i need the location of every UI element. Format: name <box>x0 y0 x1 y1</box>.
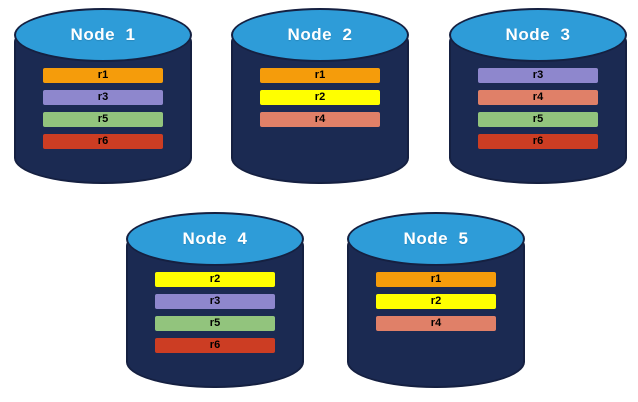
replica-bar[interactable]: r5 <box>478 112 598 127</box>
replica-bar[interactable]: r1 <box>260 68 380 83</box>
replica-bar[interactable]: r2 <box>155 272 275 287</box>
replica-bar[interactable]: r1 <box>43 68 163 83</box>
cylinder-top-icon <box>231 8 409 62</box>
replica-bar[interactable]: r3 <box>478 68 598 83</box>
node-label: Node 5 <box>403 229 469 248</box>
cylinder-top-icon <box>14 8 192 62</box>
replica-bar[interactable]: r3 <box>43 90 163 105</box>
replica-bar[interactable]: r4 <box>260 112 380 127</box>
cylinder-top-icon <box>126 212 304 266</box>
cylinder-body <box>449 34 627 184</box>
replica-bar[interactable]: r6 <box>478 134 598 149</box>
database-node-3[interactable]: Node 3 r3 r4 r5 r6 <box>449 8 627 186</box>
node-label: Node 4 <box>182 229 248 248</box>
replica-bar[interactable]: r6 <box>43 134 163 149</box>
replica-bar[interactable]: r4 <box>376 316 496 331</box>
replica-list: r1 r3 r5 r6 <box>43 68 163 156</box>
database-node-2[interactable]: Node 2 r1 r2 r4 <box>231 8 409 186</box>
replica-list: r1 r2 r4 <box>260 68 380 134</box>
replica-bar[interactable]: r5 <box>43 112 163 127</box>
replica-bar[interactable]: r6 <box>155 338 275 353</box>
replica-bar[interactable]: r2 <box>260 90 380 105</box>
cylinder-top-icon <box>449 8 627 62</box>
replica-bar[interactable]: r5 <box>155 316 275 331</box>
replica-list: r3 r4 r5 r6 <box>478 68 598 156</box>
replica-bar[interactable]: r1 <box>376 272 496 287</box>
replica-list: r2 r3 r5 r6 <box>155 272 275 360</box>
database-node-4[interactable]: Node 4 r2 r3 r5 r6 <box>126 212 304 390</box>
replica-list: r1 r2 r4 <box>376 272 496 338</box>
node-label: Node 1 <box>70 25 136 44</box>
replica-bar[interactable]: r4 <box>478 90 598 105</box>
node-label: Node 3 <box>505 25 571 44</box>
database-node-1[interactable]: Node 1 r1 r3 r5 r6 <box>14 8 192 186</box>
cylinder-top-icon <box>347 212 525 266</box>
node-label: Node 2 <box>287 25 353 44</box>
database-node-5[interactable]: Node 5 r1 r2 r4 <box>347 212 525 390</box>
replica-bar[interactable]: r2 <box>376 294 496 309</box>
replica-bar[interactable]: r3 <box>155 294 275 309</box>
